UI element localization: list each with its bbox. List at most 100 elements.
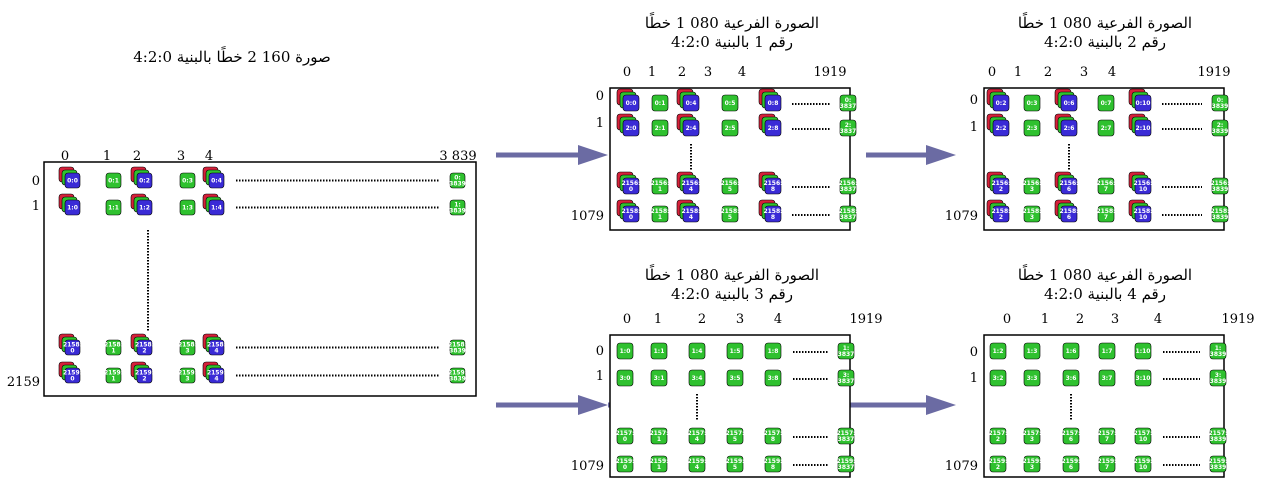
sub4-sample-cell: 2159:2 — [988, 455, 1008, 473]
sub4-sample-cell: 3:3839 — [1210, 369, 1226, 387]
sample-label: 2:0 — [626, 125, 637, 132]
sample-label: 2156:8 — [763, 180, 782, 193]
sub1-sample-cell: 0:3837 — [840, 94, 856, 112]
sub2-sample-cell: 0:10 — [1128, 88, 1152, 112]
sample-label: 1:10 — [1136, 348, 1151, 355]
sample-label: 3:3837 — [838, 372, 855, 385]
sub4-sample-cell: 2157:3839 — [1208, 427, 1228, 445]
sample-label: 0:10 — [1136, 100, 1151, 107]
main-sample-cell: 2158:3 — [178, 339, 197, 356]
main-x-tick: 1 — [103, 149, 111, 164]
sub2-x-tick: 1 — [1014, 65, 1022, 80]
sample-label: 2156:3 — [1022, 180, 1041, 193]
main-sample-cell: 0:0 — [58, 166, 81, 189]
sub1-sample-cell: 2158:0 — [616, 199, 641, 223]
luma-sample-green — [837, 342, 855, 360]
sample-label: 2158:8 — [763, 208, 782, 221]
sample-label: 2158:4 — [681, 208, 700, 221]
sub2-y-tick: 1079 — [945, 209, 978, 224]
luma-sample-green — [688, 342, 706, 360]
sub3-sample-cell: 3:3837 — [838, 369, 855, 387]
sub3-sample-cell: 1:5 — [726, 342, 744, 360]
sample-label: 2159:3 — [178, 370, 197, 383]
sub4-x-tick: 2 — [1076, 312, 1084, 327]
main-image-frame — [43, 161, 477, 397]
arrow-main-to-sub1-head — [578, 145, 608, 165]
sample-label: 1:2 — [993, 348, 1004, 355]
sub3-sample-cell: 2159:1 — [649, 455, 669, 473]
cb-sample-blue — [992, 205, 1010, 223]
sub1-x-tick: 1919 — [813, 65, 846, 80]
main-sample-cell: 1:3839 — [449, 199, 466, 216]
sub3-sample-cell: 2159:3837 — [836, 455, 856, 473]
sample-label: 0:3839 — [1212, 97, 1229, 110]
sub1-x-tick: 4 — [738, 65, 746, 80]
cb-sample-blue — [1060, 205, 1078, 223]
sample-label: 2:3837 — [840, 122, 857, 135]
cb-sample-blue — [1134, 177, 1152, 195]
sub1-title-line2: رقم 1 بالبنية 4:2:0 — [671, 33, 793, 51]
sample-label: 3:1 — [654, 375, 665, 382]
sample-label: 2159:3839 — [1208, 458, 1227, 471]
sample-label: 2156:1 — [650, 180, 669, 193]
sample-label: 0:3 — [1027, 100, 1038, 107]
sub1-x-tick: 2 — [678, 65, 686, 80]
sub1-sample-cell: 2156:0 — [616, 171, 641, 195]
sub2-sample-cell: 2158:6 — [1054, 199, 1079, 223]
sub3-sample-cell: 2159:0 — [615, 455, 635, 473]
sample-label: 2159:1 — [649, 458, 668, 471]
sub4-sample-cell: 1:10 — [1134, 342, 1152, 360]
luma-sample-green — [1098, 369, 1116, 387]
luma-sample-green — [1134, 455, 1152, 473]
arrow-main-to-sub3-head — [578, 395, 608, 415]
sub1-sample-cell: 2:4 — [676, 113, 700, 137]
luma-sample-green — [764, 455, 782, 473]
luma-sample-green — [1062, 369, 1080, 387]
cb-sample-blue — [64, 367, 81, 384]
sample-label: 2158:5 — [720, 208, 739, 221]
sub3-sample-cell: 2157:5 — [725, 427, 745, 445]
sub4-y-tick: 1 — [970, 371, 978, 386]
sub4-sample-cell: 2159:6 — [1061, 455, 1081, 473]
cb-sample-blue — [208, 339, 225, 356]
main-sample-cell: 0:1 — [105, 172, 122, 189]
main-y-tick: 2159 — [7, 375, 40, 390]
luma-sample-green — [449, 367, 466, 384]
arrow-sub1-to-sub2-head — [926, 145, 956, 165]
cb-sample-blue — [136, 367, 153, 384]
luma-sample-green — [1209, 455, 1227, 473]
sample-label: 2156:6 — [1059, 180, 1078, 193]
sub4-sample-cell: 2159:3839 — [1208, 455, 1228, 473]
sub4-sample-cell: 1:3839 — [1210, 342, 1226, 360]
luma-sample-green — [616, 369, 634, 387]
luma-sample-green — [1062, 342, 1080, 360]
cb-sample-blue — [64, 339, 81, 356]
luma-sample-green — [1134, 427, 1152, 445]
sample-label: 2159:10 — [1133, 458, 1152, 471]
sub1-sample-cell: 2158:5 — [720, 205, 740, 223]
cb-sample-blue — [1060, 177, 1078, 195]
sample-label: 3:6 — [1066, 375, 1077, 382]
sub2-title-line2: رقم 2 بالبنية 4:2:0 — [1044, 33, 1166, 51]
luma-sample-green — [616, 455, 634, 473]
sub4-sample-cell: 2157:3 — [1022, 427, 1042, 445]
luma-sample-green — [1134, 342, 1152, 360]
sub1-sample-cell: 2158:1 — [650, 205, 670, 223]
sub2-sample-cell: 2:3 — [1023, 119, 1041, 137]
cb-sample-blue — [992, 119, 1010, 137]
sub2-sample-cell: 0:6 — [1054, 88, 1078, 112]
sub1-sample-cell: 2156:5 — [720, 177, 740, 195]
cb-sample-blue — [682, 119, 700, 137]
luma-sample-green — [764, 427, 782, 445]
sample-label: 2159:5 — [725, 458, 744, 471]
sub4-sample-cell: 2159:10 — [1133, 455, 1153, 473]
sample-label: 0:0 — [626, 100, 637, 107]
sample-label: 2:4 — [686, 125, 697, 132]
sample-label: 2159:0 — [615, 458, 634, 471]
sub1-y-tick: 0 — [596, 89, 604, 104]
luma-sample-green — [1062, 427, 1080, 445]
cb-sample-blue — [208, 367, 225, 384]
luma-sample-green — [726, 455, 744, 473]
sub3-y-tick: 1079 — [571, 459, 604, 474]
sample-label: 2157:3837 — [836, 430, 855, 443]
